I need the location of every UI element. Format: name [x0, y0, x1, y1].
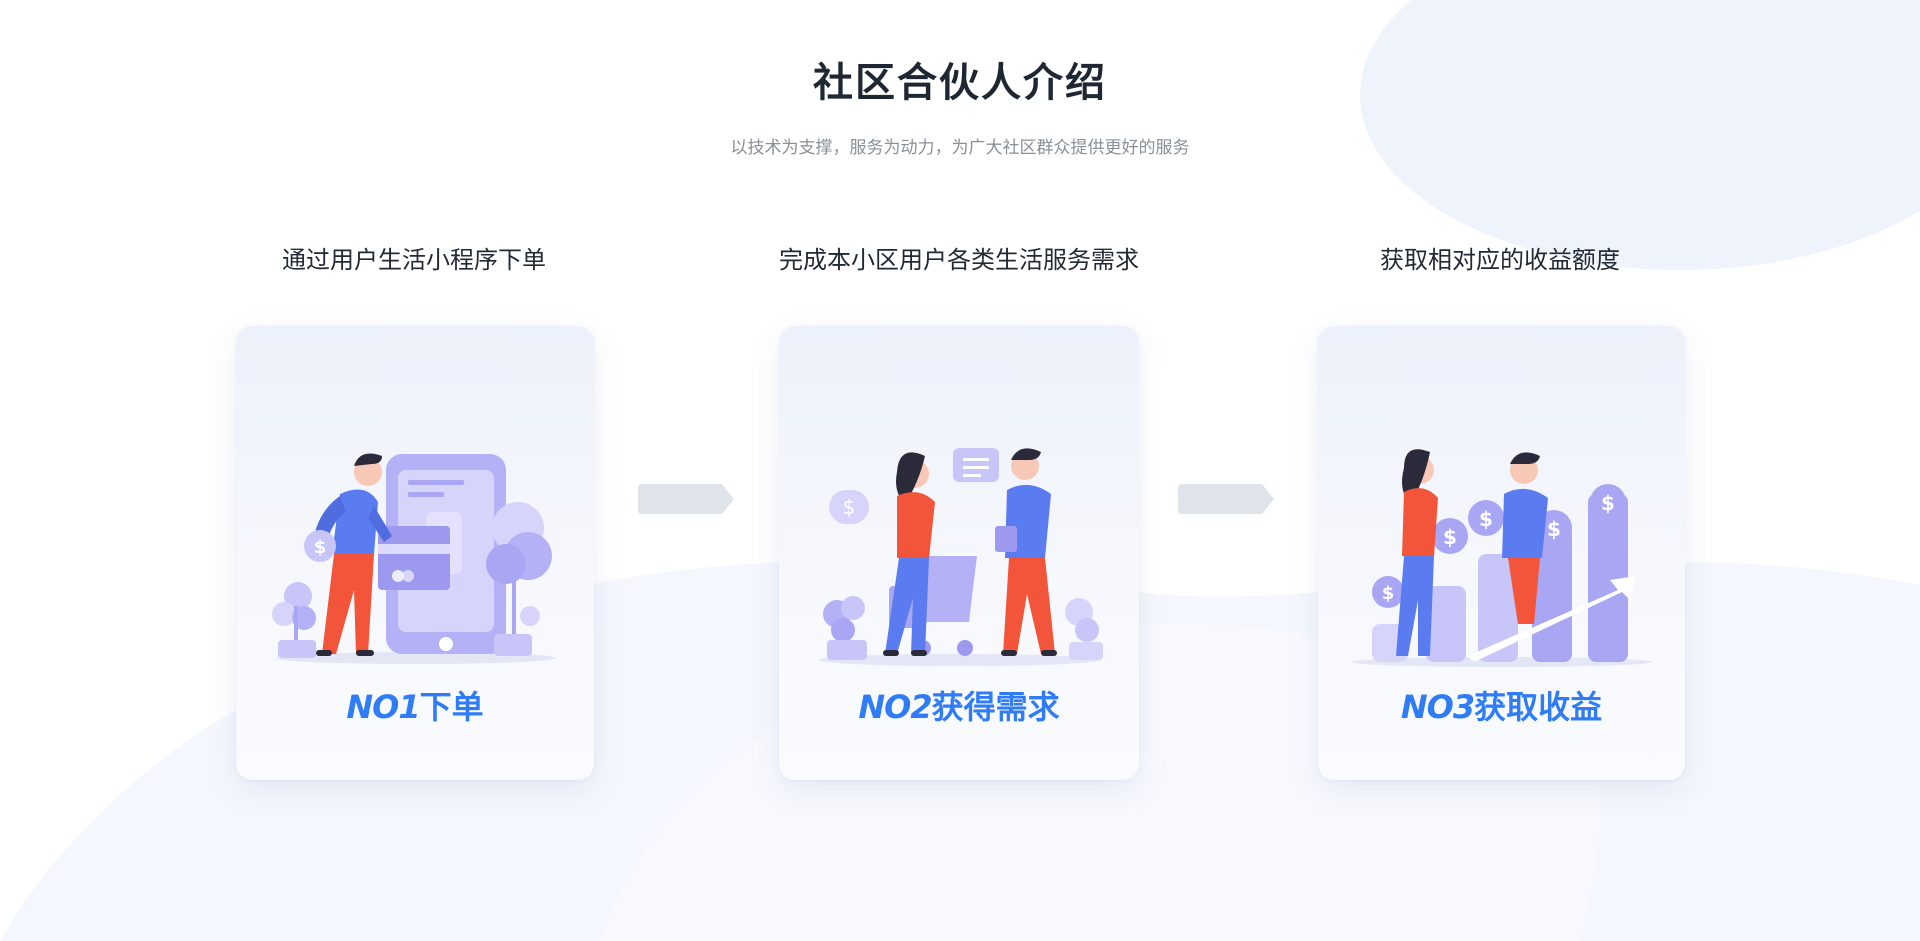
step-2-caption: 完成本小区用户各类生活服务需求 — [779, 246, 1139, 274]
step-2-label: NO2获得需求 — [779, 682, 1139, 728]
svg-text:$: $ — [1601, 491, 1615, 515]
step-1-label: NO1下单 — [236, 682, 594, 728]
svg-text:$: $ — [1443, 525, 1457, 549]
step-2-card[interactable]: $ NO2获得需求 — [779, 326, 1139, 780]
page-title: 社区合伙人介绍 — [813, 60, 1107, 106]
step-1-number: NO1 — [346, 688, 420, 726]
person-paying-with-phone-illustration: $ — [272, 453, 556, 664]
svg-text:$: $ — [1382, 583, 1395, 604]
step-3-caption: 获取相对应的收益额度 — [1380, 246, 1620, 274]
step-3-number: NO3 — [1400, 688, 1475, 726]
svg-text:$: $ — [1547, 517, 1561, 541]
top-right-blob — [1360, 0, 1920, 270]
page-subtitle: 以技术为支撑，服务为动力，为广大社区群众提供更好的服务 — [730, 138, 1190, 158]
arrow-right-icon — [1178, 484, 1274, 514]
step-2-title: 获得需求 — [931, 688, 1060, 726]
svg-text:$: $ — [843, 495, 856, 519]
shopping-service-illustration: $ — [819, 448, 1103, 666]
arrow-right-icon — [638, 484, 734, 514]
svg-text:$: $ — [1479, 507, 1493, 531]
step-1-title: 下单 — [419, 688, 484, 726]
svg-text:$: $ — [314, 537, 327, 558]
earnings-growth-illustration: $ $ $ $ $ — [1352, 449, 1652, 667]
step-3-title: 获取收益 — [1474, 688, 1603, 726]
step-3-label: NO3获取收益 — [1318, 682, 1685, 728]
step-2-number: NO2 — [858, 688, 932, 726]
step-1-card[interactable]: $ NO1下单 — [236, 326, 594, 780]
step-3-card[interactable]: $ $ $ $ $ NO3获取收益 — [1318, 326, 1685, 780]
step-1-caption: 通过用户生活小程序下单 — [282, 246, 546, 274]
